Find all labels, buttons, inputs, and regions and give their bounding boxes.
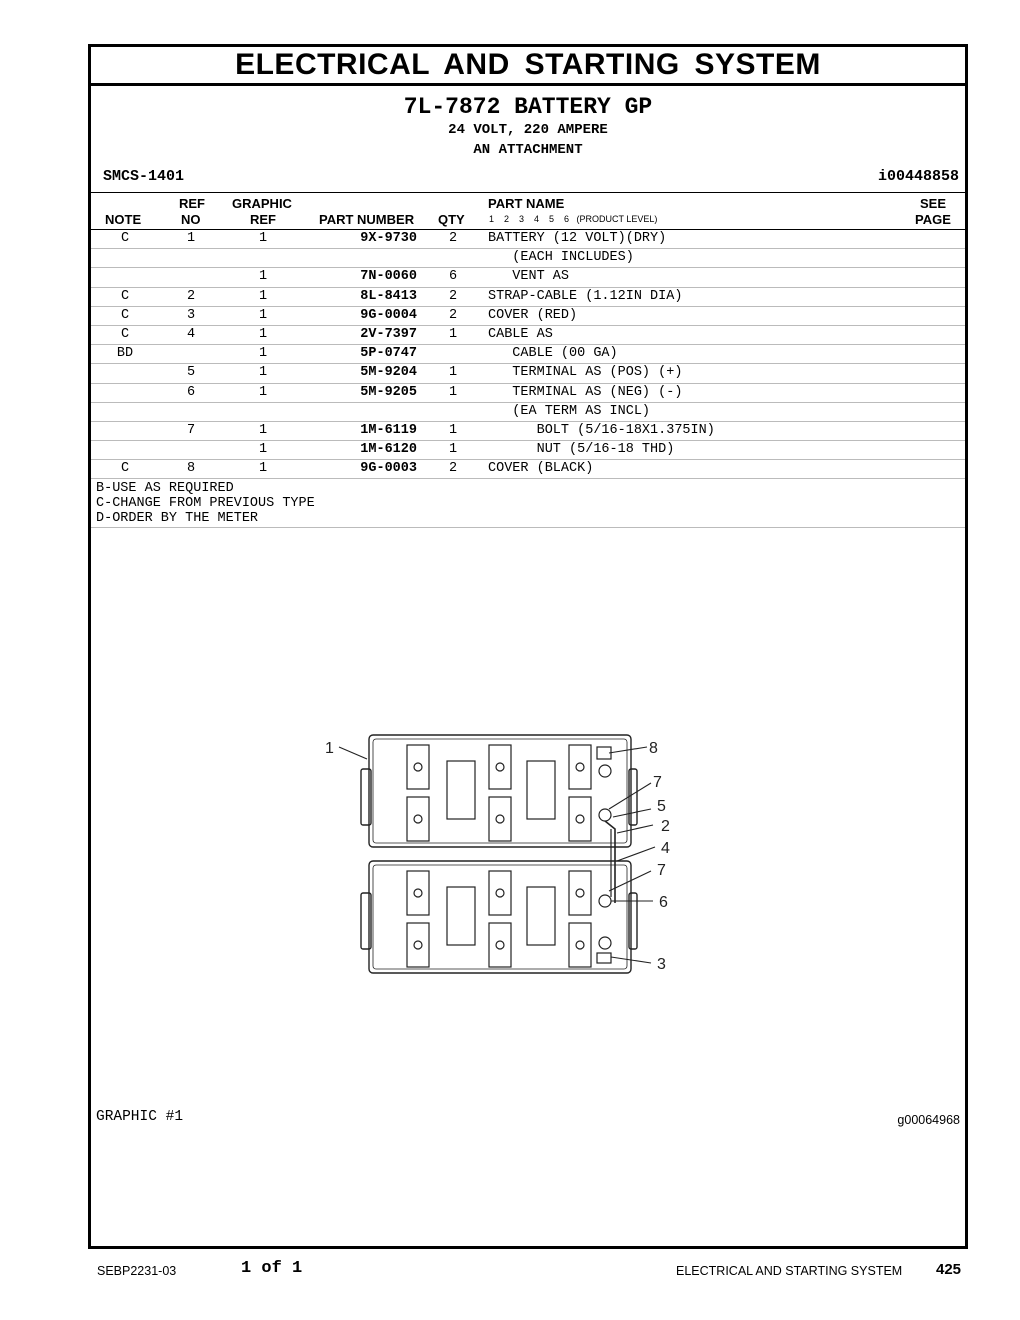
col-graphic-bottom: REF [250, 212, 276, 227]
col-part-number: PART NUMBER [319, 212, 415, 227]
col-qty: QTY [438, 212, 465, 227]
col-part-name: PART NAME [488, 196, 565, 211]
battery-diagram: 1 8 7 5 2 4 7 6 3 [325, 734, 670, 974]
callout-5: 5 [657, 798, 666, 815]
section-title: ELECTRICAL AND STARTING SYSTEM [91, 47, 965, 86]
callout-3: 3 [657, 956, 666, 973]
col-see-top: SEE [920, 196, 947, 211]
footer-section: ELECTRICAL AND STARTING SYSTEM [676, 1264, 903, 1278]
col-see-bottom: PAGE [915, 212, 951, 227]
callout-7-upper: 7 [653, 774, 662, 791]
lower-battery [360, 860, 638, 974]
doc-number: SEBP2231-03 [97, 1264, 177, 1278]
note-d: D-ORDER BY THE METER [96, 511, 259, 527]
page-footer: SEBP2231-03 1 of 1 ELECTRICAL AND STARTI… [0, 1258, 1020, 1288]
callout-1: 1 [325, 740, 334, 757]
callout-2: 2 [661, 818, 670, 835]
group-title: 7L-7872 BATTERY GP [403, 94, 653, 120]
table-row: (EA TERM AS INCL) [91, 403, 965, 422]
callout-6: 6 [659, 894, 668, 911]
col-ref-top: REF [179, 196, 205, 211]
col-product-levels: 1 2 3 4 5 6 (PRODUCT LEVEL) [489, 214, 658, 224]
graphic-label: GRAPHIC #1 [96, 1109, 184, 1125]
table-header: NOTE REF NO GRAPHIC REF PART NUMBER QTY … [91, 192, 965, 230]
notes-block: B-USE AS REQUIRED C-CHANGE FROM PREVIOUS… [91, 479, 965, 529]
col-note: NOTE [105, 212, 142, 227]
page-frame: ELECTRICAL AND STARTING SYSTEM 7L-7872 B… [88, 44, 968, 1249]
note-b: B-USE AS REQUIRED [96, 481, 234, 497]
page-of: 1 of 1 [241, 1259, 303, 1278]
note-c: C-CHANGE FROM PREVIOUS TYPE [96, 496, 315, 512]
group-subtitle-voltage: 24 VOLT, 220 AMPERE [448, 122, 608, 138]
col-graphic-top: GRAPHIC [232, 196, 292, 211]
info-id: i00448858 [877, 168, 959, 185]
page-number: 425 [936, 1261, 962, 1278]
graphic-id: g00064968 [897, 1113, 960, 1127]
callout-4: 4 [661, 840, 670, 857]
group-subtitle-attachment: AN ATTACHMENT [473, 142, 583, 158]
group-header: 7L-7872 BATTERY GP 24 VOLT, 220 AMPERE A… [91, 86, 965, 192]
callout-7-lower: 7 [657, 862, 666, 879]
upper-battery [360, 734, 638, 848]
smcs-code: SMCS-1401 [103, 168, 185, 185]
col-ref-bottom: NO [181, 212, 201, 227]
table-row: (EACH INCLUDES) [91, 249, 965, 269]
callout-8: 8 [649, 740, 658, 757]
